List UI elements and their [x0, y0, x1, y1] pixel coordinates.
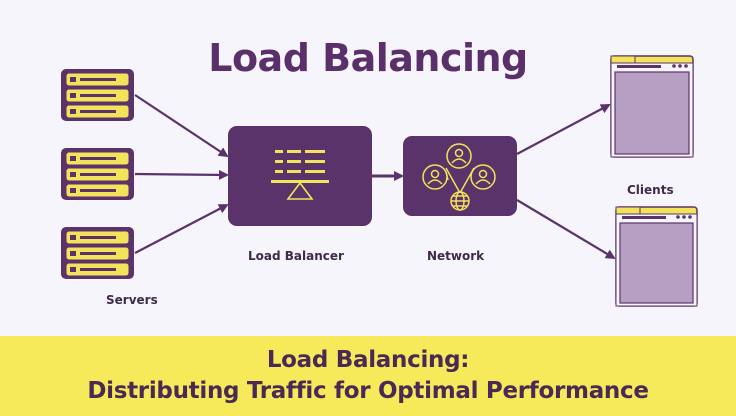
load-balancer-scale-icon — [271, 150, 329, 200]
network-users-globe-icon — [422, 143, 496, 211]
browser-window-icon-1 — [610, 55, 694, 158]
load-balancing-diagram — [61, 55, 698, 307]
network-label: Network — [427, 249, 485, 263]
server-rack-icon-2 — [61, 148, 134, 200]
arrow-server2-to-lb — [134, 169, 229, 180]
arrow-network-to-client2 — [516, 199, 616, 260]
load-balancer-box — [228, 126, 372, 226]
arrow-server1-to-lb — [134, 94, 229, 158]
servers-label: Servers — [106, 293, 158, 307]
page-title: Load Balancing — [208, 36, 528, 80]
footer-title-line2: Distributing Traffic for Optimal Perform… — [87, 378, 649, 404]
server-rack-icon-1 — [61, 69, 134, 121]
server-rack-icon-3 — [61, 227, 134, 279]
browser-window-icon-2 — [615, 206, 698, 307]
footer-banner: Load Balancing: Distributing Traffic for… — [0, 336, 736, 416]
network-box — [403, 136, 517, 216]
load-balancer-label: Load Balancer — [248, 249, 344, 263]
clients-label: Clients — [627, 183, 674, 197]
arrow-network-to-client1 — [516, 104, 611, 155]
arrow-server3-to-lb — [134, 204, 229, 254]
footer-title-line1: Load Balancing: — [266, 347, 470, 373]
